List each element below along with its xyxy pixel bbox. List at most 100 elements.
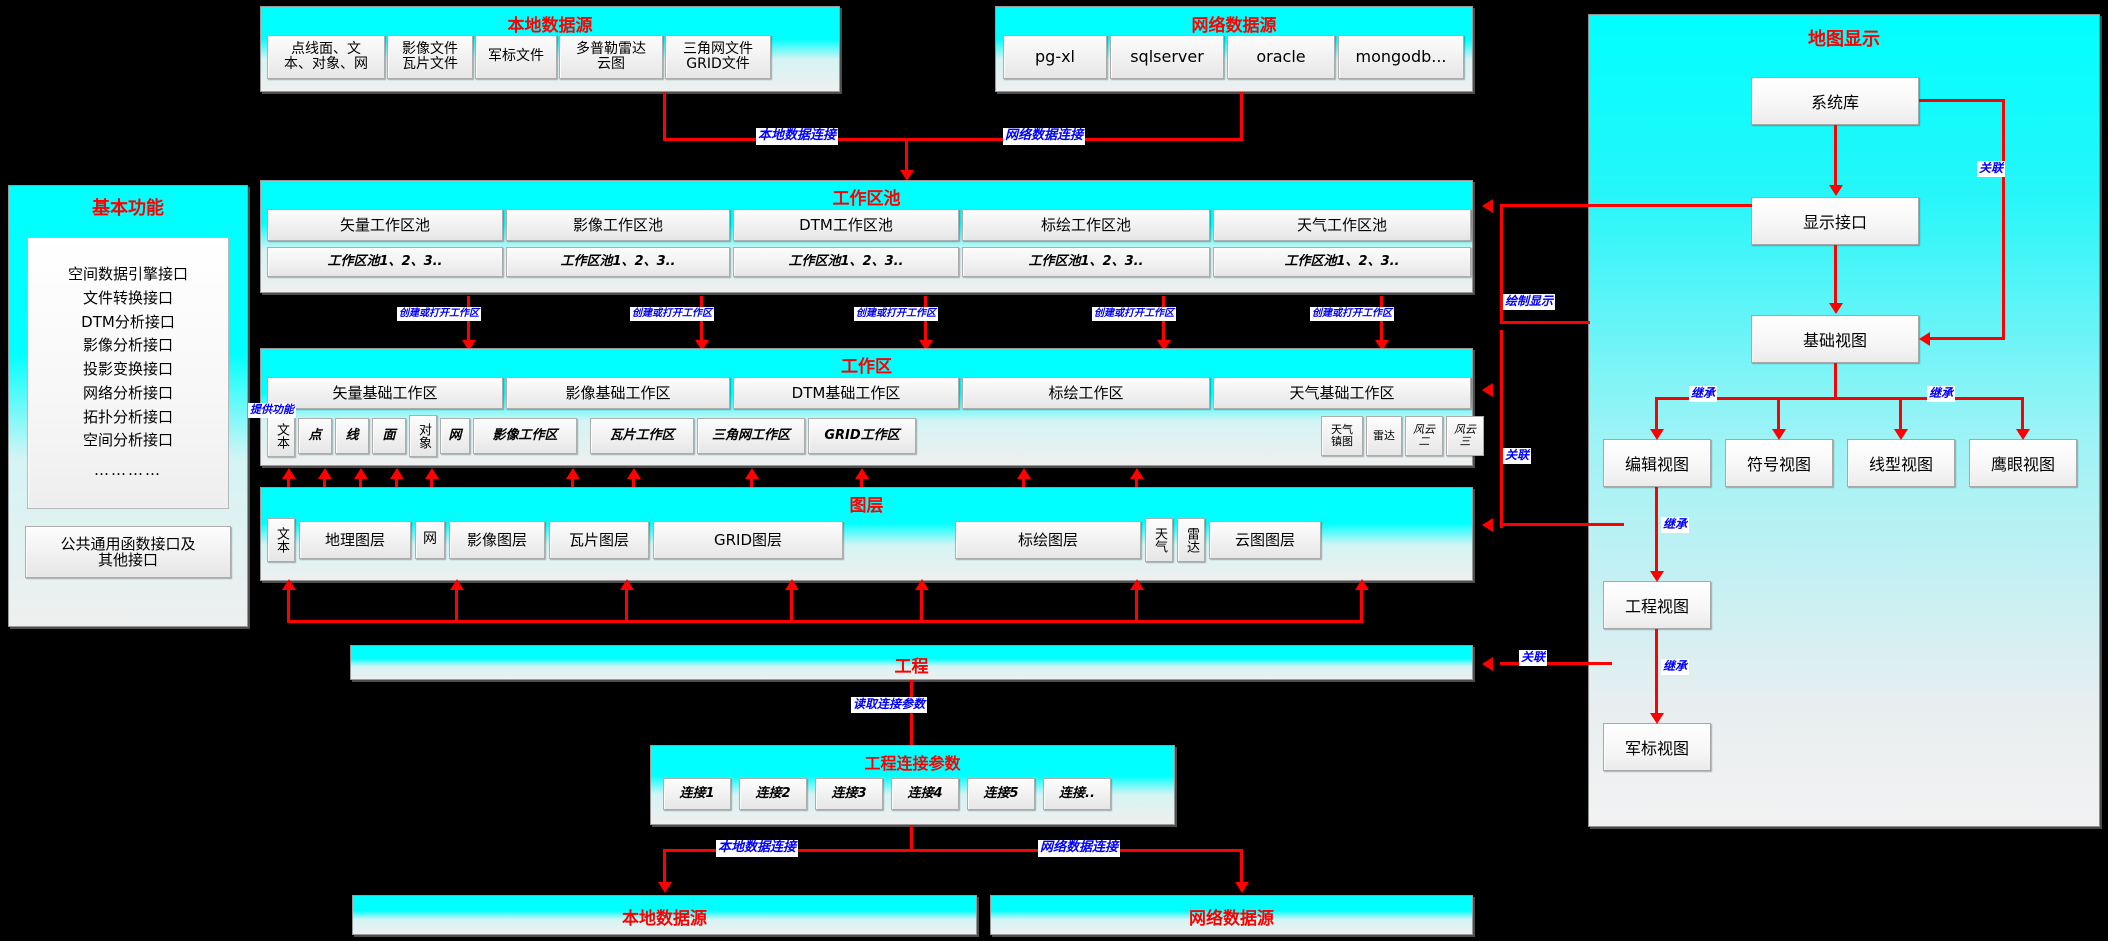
network-source-item[interactable]: sqlserver: [1110, 35, 1224, 79]
workspace-pool-name[interactable]: 影像工作区池: [506, 209, 730, 241]
map-node-linetype-view[interactable]: 线型视图: [1847, 439, 1955, 487]
network-source-item[interactable]: pg-xl: [1003, 35, 1107, 79]
workspace-sub-item[interactable]: 文本: [267, 415, 295, 457]
edge-label-create-open-ws-3: 创建或打开工作区: [854, 307, 938, 321]
panel-map-display: 地图显示 系统库 显示接口 基础视图 编辑视图 符号视图 线型视图 鹰眼视图 工…: [1588, 14, 2100, 827]
workspace-sub-item[interactable]: 影像工作区: [473, 418, 577, 454]
basic-function-item[interactable]: 文件转换接口: [82, 289, 173, 308]
edge-label-inherit-3: 继承: [1661, 517, 1690, 533]
workspace-sub-item[interactable]: 风云 三: [1446, 416, 1484, 456]
arrowhead-project-to-military: [1650, 713, 1664, 724]
edge-project-to-military: [1655, 629, 1658, 717]
edge-label-local-conn-bottom: 本地数据连接: [716, 840, 799, 857]
workspace-sub-item[interactable]: 瓦片工作区: [590, 418, 694, 454]
layer-item[interactable]: 云图图层: [1209, 521, 1321, 559]
edge-base-down: [1834, 363, 1837, 399]
map-node-display-interface[interactable]: 显示接口: [1751, 197, 1919, 245]
arrowhead-edit-to-project: [1650, 571, 1664, 582]
arrowhead-base-to-linetype: [1894, 429, 1908, 440]
map-node-eagle-view[interactable]: 鹰眼视图: [1969, 439, 2077, 487]
basic-function-item[interactable]: 影像分析接口: [82, 336, 173, 355]
edge-local-to-pool-h: [663, 138, 1243, 141]
workspace-sub-item[interactable]: 网: [440, 418, 470, 454]
workspace-pool-name[interactable]: DTM工作区池: [733, 209, 959, 241]
map-node-symbol-view[interactable]: 符号视图: [1725, 439, 1833, 487]
edge-relate-layers-h: [1500, 523, 1624, 526]
network-source-item[interactable]: oracle: [1227, 35, 1335, 79]
edge-label-create-open-ws-2: 创建或打开工作区: [630, 307, 714, 321]
workspace-pool-sub[interactable]: 工作区池1、2、3..: [506, 247, 730, 277]
panel-local-data-source-bottom: 本地数据源: [352, 895, 977, 935]
workspace-sub-item[interactable]: GRID工作区: [808, 418, 916, 454]
workspace-sub-item[interactable]: 线: [335, 418, 369, 454]
project-param-item[interactable]: 连接1: [663, 778, 731, 810]
map-node-project-view[interactable]: 工程视图: [1603, 581, 1711, 629]
map-node-system-lib[interactable]: 系统库: [1751, 77, 1919, 125]
arrowhead-syslib-to-display: [1829, 185, 1843, 196]
project-param-item[interactable]: 连接4: [891, 778, 959, 810]
arrowhead-layer-project-2: [450, 579, 464, 590]
layer-item[interactable]: GRID图层: [653, 521, 843, 559]
local-source-item[interactable]: 多普勒雷达 云图: [559, 35, 663, 79]
workspace-pool-name[interactable]: 矢量工作区池: [267, 209, 503, 241]
arrowhead-ws-to-layer-5: [425, 468, 439, 479]
workspace-sub-item[interactable]: 点: [298, 418, 332, 454]
workspace-pool-name[interactable]: 标绘工作区池: [962, 209, 1210, 241]
arrowhead-base-to-symbol: [1772, 429, 1786, 440]
workspace-name[interactable]: 天气基础工作区: [1213, 377, 1471, 409]
project-param-item[interactable]: 连接..: [1043, 778, 1111, 810]
workspace-pool-sub[interactable]: 工作区池1、2、3..: [1213, 247, 1471, 277]
local-source-item[interactable]: 影像文件 瓦片文件: [387, 35, 473, 79]
layer-item[interactable]: 网: [415, 521, 445, 559]
edge-label-create-open-ws-4: 创建或打开工作区: [1092, 307, 1176, 321]
workspace-pool-sub-row: 工作区池1、2、3.. 工作区池1、2、3.. 工作区池1、2、3.. 工作区池…: [267, 247, 1471, 277]
project-param-item[interactable]: 连接5: [967, 778, 1035, 810]
layer-item[interactable]: 天气: [1145, 518, 1173, 562]
local-source-item[interactable]: 三角网文件 GRID文件: [665, 35, 771, 79]
basic-function-item[interactable]: 网络分析接口: [82, 383, 173, 402]
arrowhead-ws-to-layer-10: [1017, 468, 1031, 479]
basic-function-item[interactable]: 空间数据引擎接口: [67, 265, 188, 284]
map-node-military-view[interactable]: 军标视图: [1603, 723, 1711, 771]
network-source-item[interactable]: mongodb...: [1338, 35, 1464, 79]
panel-network-data-source-top: 网络数据源 pg-xl sqlserver oracle mongodb...: [995, 6, 1473, 92]
arrowhead-pool-entry: [900, 170, 914, 181]
workspace-sub-item[interactable]: 对象: [409, 415, 437, 457]
basic-function-item: …………: [94, 460, 162, 479]
local-source-item[interactable]: 军标文件: [475, 35, 557, 79]
workspace-sub-item[interactable]: 风云 二: [1405, 416, 1443, 456]
workspace-sub-item[interactable]: 三角网工作区: [697, 418, 805, 454]
basic-function-item[interactable]: 空间分析接口: [82, 431, 173, 450]
layer-item[interactable]: 标绘图层: [955, 521, 1141, 559]
workspace-pool-sub[interactable]: 工作区池1、2、3..: [267, 247, 503, 277]
edge-params-to-local: [663, 849, 666, 887]
arrowhead-layer-to-ws-plot: [1130, 468, 1144, 479]
project-param-item[interactable]: 连接2: [739, 778, 807, 810]
layer-item[interactable]: 地理图层: [299, 521, 411, 559]
layer-item[interactable]: 瓦片图层: [549, 521, 649, 559]
workspace-pool-sub[interactable]: 工作区池1、2、3..: [733, 247, 959, 277]
local-source-item[interactable]: 点线面、文 本、对象、网: [267, 35, 385, 79]
workspace-name[interactable]: 矢量基础工作区: [267, 377, 503, 409]
basic-functions-footer[interactable]: 公共通用函数接口及 其他接口: [25, 526, 231, 578]
workspace-name[interactable]: 标绘工作区: [962, 377, 1210, 409]
workspace-sub-item[interactable]: 雷达: [1366, 416, 1402, 456]
edge-relate-v: [2002, 99, 2005, 339]
map-node-edit-view[interactable]: 编辑视图: [1603, 439, 1711, 487]
workspace-sub-item[interactable]: 面: [372, 418, 406, 454]
panel-local-data-source-top: 本地数据源 点线面、文 本、对象、网 影像文件 瓦片文件 军标文件 多普勒雷达 …: [260, 6, 840, 92]
basic-function-item[interactable]: DTM分析接口: [81, 312, 175, 331]
project-param-item[interactable]: 连接3: [815, 778, 883, 810]
basic-function-item[interactable]: 投影变换接口: [82, 360, 173, 379]
layer-item[interactable]: 文本: [267, 518, 295, 562]
map-node-base-view[interactable]: 基础视图: [1751, 315, 1919, 363]
workspace-pool-sub[interactable]: 工作区池1、2、3..: [962, 247, 1210, 277]
basic-function-item[interactable]: 拓扑分析接口: [82, 407, 173, 426]
layer-item[interactable]: 雷达: [1177, 518, 1205, 562]
layer-item[interactable]: 影像图层: [449, 521, 545, 559]
workspace-name[interactable]: 影像基础工作区: [506, 377, 730, 409]
edge-edit-to-project: [1655, 487, 1658, 575]
workspace-pool-name[interactable]: 天气工作区池: [1213, 209, 1471, 241]
workspace-sub-item[interactable]: 天气 镇图: [1321, 416, 1363, 456]
workspace-name[interactable]: DTM基础工作区: [733, 377, 959, 409]
